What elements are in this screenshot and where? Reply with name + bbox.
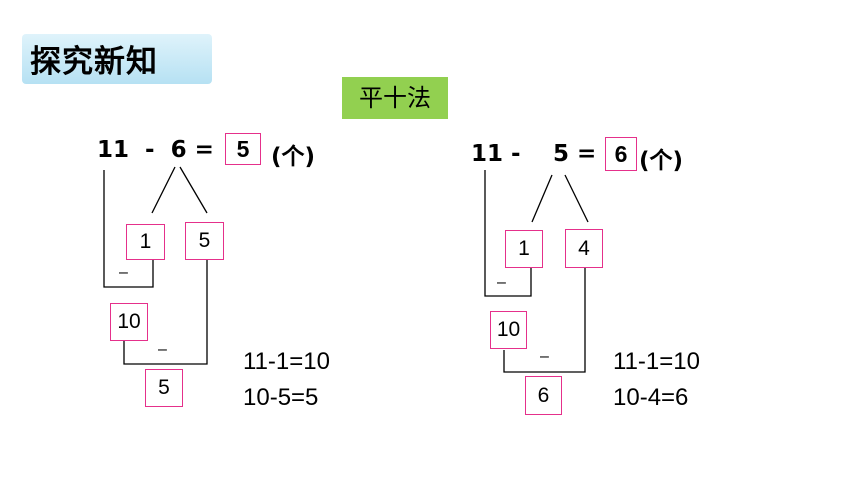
right-result-box: 6	[525, 376, 562, 415]
title-banner	[22, 34, 212, 84]
left-calc-line2: 10-5=5	[243, 384, 319, 411]
right-calc: 11-1=10 10-4=6	[613, 344, 700, 416]
left-split-b-box: 5	[185, 222, 224, 260]
right-ten-box: 10	[490, 311, 527, 349]
right-equation-minuend: 11 -	[471, 141, 521, 167]
right-minus-sign-2: –	[540, 348, 549, 365]
left-unit: (个)	[271, 144, 316, 170]
right-answer-box: 6	[605, 137, 637, 171]
right-split-a-box: 1	[505, 230, 543, 268]
right-unit: (个)	[639, 148, 684, 174]
left-minus-sign-2: –	[158, 341, 167, 358]
left-calc: 11-1=10 10-5=5	[243, 344, 330, 416]
left-equation: 11 - 6 =	[97, 137, 214, 163]
right-calc-line1: 11-1=10	[613, 348, 700, 375]
left-calc-line1: 11-1=10	[243, 348, 330, 375]
left-answer-box: 5	[225, 133, 261, 165]
left-result-box: 5	[145, 369, 183, 407]
left-split-a-box: 1	[126, 224, 165, 260]
page-title: 探究新知	[30, 44, 158, 80]
right-split-b-box: 4	[565, 229, 603, 268]
left-minus-sign-1: –	[119, 264, 128, 281]
left-ten-box: 10	[110, 303, 148, 341]
right-minus-sign-1: –	[497, 274, 506, 291]
right-equation-subtrahend: 5 =	[553, 141, 597, 167]
right-calc-line2: 10-4=6	[613, 384, 689, 411]
method-label: 平十法	[342, 77, 448, 119]
